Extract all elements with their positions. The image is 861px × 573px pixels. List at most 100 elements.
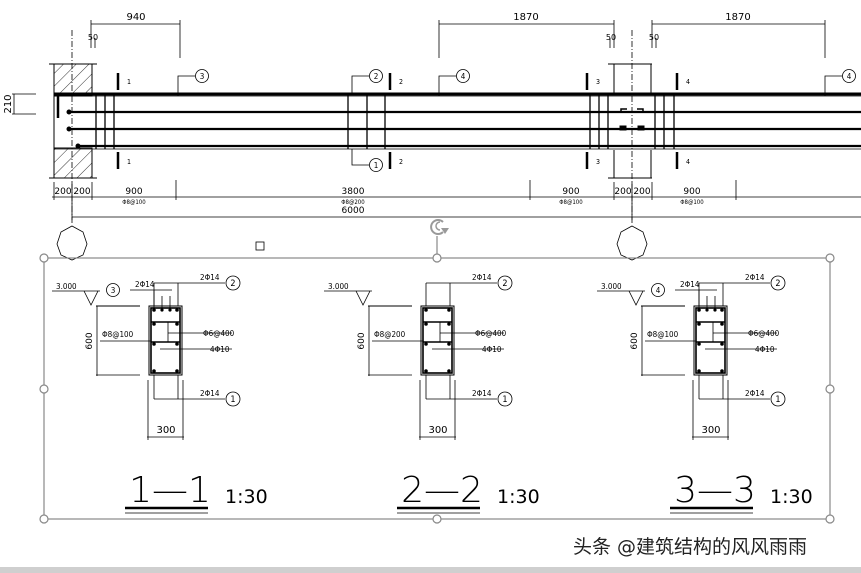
rebar-dot (720, 342, 724, 346)
bar-tag-label: 4 (656, 286, 661, 295)
height-dim-label: 600 (85, 332, 95, 349)
svg-text:1: 1 (127, 158, 131, 166)
bottom-scroll-strip (0, 567, 861, 573)
bottom-bar-label: 2Φ14 (200, 389, 220, 398)
bar-tag-circle (770, 391, 786, 407)
bar-tag-label: 2 (230, 279, 235, 289)
elevation-label: 3.000 (601, 282, 622, 291)
rebar-dot (720, 369, 724, 373)
rebar-dot (447, 322, 451, 326)
rebar-dot (447, 369, 451, 373)
bar-tag-circle (770, 275, 786, 291)
elevation-triangle-icon (83, 290, 99, 306)
svg-text:900: 900 (683, 187, 700, 197)
svg-text:Φ8@200: Φ8@200 (341, 199, 365, 206)
bar-tag-circle (651, 283, 665, 297)
stirrup-label: Φ8@200 (374, 330, 406, 339)
rebar-dot (175, 322, 179, 326)
rebar-dot (697, 322, 701, 326)
svg-text:200: 200 (54, 187, 71, 197)
dim-50-a: 50 (88, 33, 98, 42)
callout-2: 2 (351, 69, 383, 94)
stirrup-outline (422, 307, 453, 374)
svg-text:Φ8@100: Φ8@100 (680, 199, 704, 206)
rotate-icon[interactable] (430, 219, 449, 235)
svg-text:Φ8@100: Φ8@100 (559, 199, 583, 206)
dim-210: 210 (3, 94, 14, 113)
svg-text:1: 1 (127, 78, 131, 86)
rebar-dot (447, 308, 451, 312)
axis-bubble-middle (616, 225, 648, 261)
svg-text:200: 200 (633, 187, 650, 197)
rebar-dot (175, 342, 179, 346)
svg-text:900: 900 (562, 187, 579, 197)
svg-text:4: 4 (686, 158, 690, 166)
handle-bottom-middle (432, 514, 442, 524)
top-corner-bar-label: 2Φ14 (200, 273, 220, 282)
section-title: 3—3 (674, 470, 756, 511)
width-dim-label: 300 (428, 425, 447, 436)
handle-top-right (825, 253, 835, 263)
section-mark-2: 2 2 (388, 73, 403, 169)
tie-label: Φ6@400 (475, 329, 507, 338)
callout-4a: 4 (438, 69, 470, 96)
svg-text:3: 3 (200, 72, 205, 81)
bar-tag-label: 2 (502, 279, 507, 289)
rebar-dot (697, 342, 701, 346)
handle-top-middle (432, 253, 442, 263)
section-details: 3.000 600 3 2Φ14 2Φ14 2Φ8@100 Φ6@400 4Φ10 2Φ14 1 3… (52, 273, 813, 514)
rebar-dot (697, 369, 701, 373)
section-title: 1—1 (129, 470, 211, 511)
section-title: 2—2 (401, 470, 483, 511)
rebar-dot (175, 308, 179, 312)
rebar-dot (424, 308, 428, 312)
svg-text:Φ8@100: Φ8@100 (122, 199, 146, 206)
svg-text:4: 4 (686, 78, 690, 86)
top-dimensions (90, 20, 826, 58)
left-dimension (12, 93, 36, 115)
handle-bottom-left (39, 514, 49, 524)
svg-text:4: 4 (847, 72, 852, 81)
svg-text:3: 3 (596, 78, 600, 86)
svg-text:900: 900 (125, 187, 142, 197)
callout-1: 1 (351, 149, 383, 172)
rebar-callouts-elevation: 3 2 1 4 4 (177, 69, 856, 172)
stirrup-label: Φ8@100 (102, 330, 134, 339)
svg-text:6000: 6000 (342, 206, 365, 216)
dim-1870-b: 1870 (725, 12, 750, 23)
svg-text:2: 2 (399, 78, 403, 86)
section-scale: 1:30 (770, 486, 813, 508)
svg-text:3800: 3800 (342, 187, 365, 197)
top-bar-label: 2Φ14 (680, 280, 700, 289)
dim-940: 940 (126, 12, 145, 23)
top-corner-bar-label: 2Φ14 (472, 273, 492, 282)
stirrup-lines (95, 94, 675, 149)
side-bars-label: 4Φ10 (755, 345, 775, 354)
side-bars-label: 4Φ10 (210, 345, 230, 354)
bar-tag-label: 1 (775, 395, 780, 405)
tie-label: Φ6@400 (748, 329, 780, 338)
section-mark-4: 4 4 (675, 73, 690, 169)
bar-tag-circle (497, 275, 513, 291)
rebar-dot (152, 322, 156, 326)
insertion-point-marker[interactable] (255, 241, 265, 251)
svg-text:1: 1 (374, 161, 379, 170)
section-mark-3: 3 3 (585, 73, 600, 169)
bar-tag-label: 3 (111, 286, 116, 295)
stirrup-outline (695, 307, 726, 374)
section-outline (148, 305, 183, 376)
top-bar-label: 2Φ14 (135, 280, 155, 289)
bottom-bar-label: 2Φ14 (472, 389, 492, 398)
svg-text:200: 200 (614, 187, 631, 197)
section-scale: 1:30 (225, 486, 268, 508)
bar-tag-circle (225, 391, 241, 407)
section-mark-1: 1 1 (116, 73, 131, 169)
handle-middle-right (825, 384, 835, 394)
svg-text:200: 200 (73, 187, 90, 197)
selection-handles[interactable] (39, 253, 835, 524)
section-scale: 1:30 (497, 486, 540, 508)
width-dim-label: 300 (156, 425, 175, 436)
